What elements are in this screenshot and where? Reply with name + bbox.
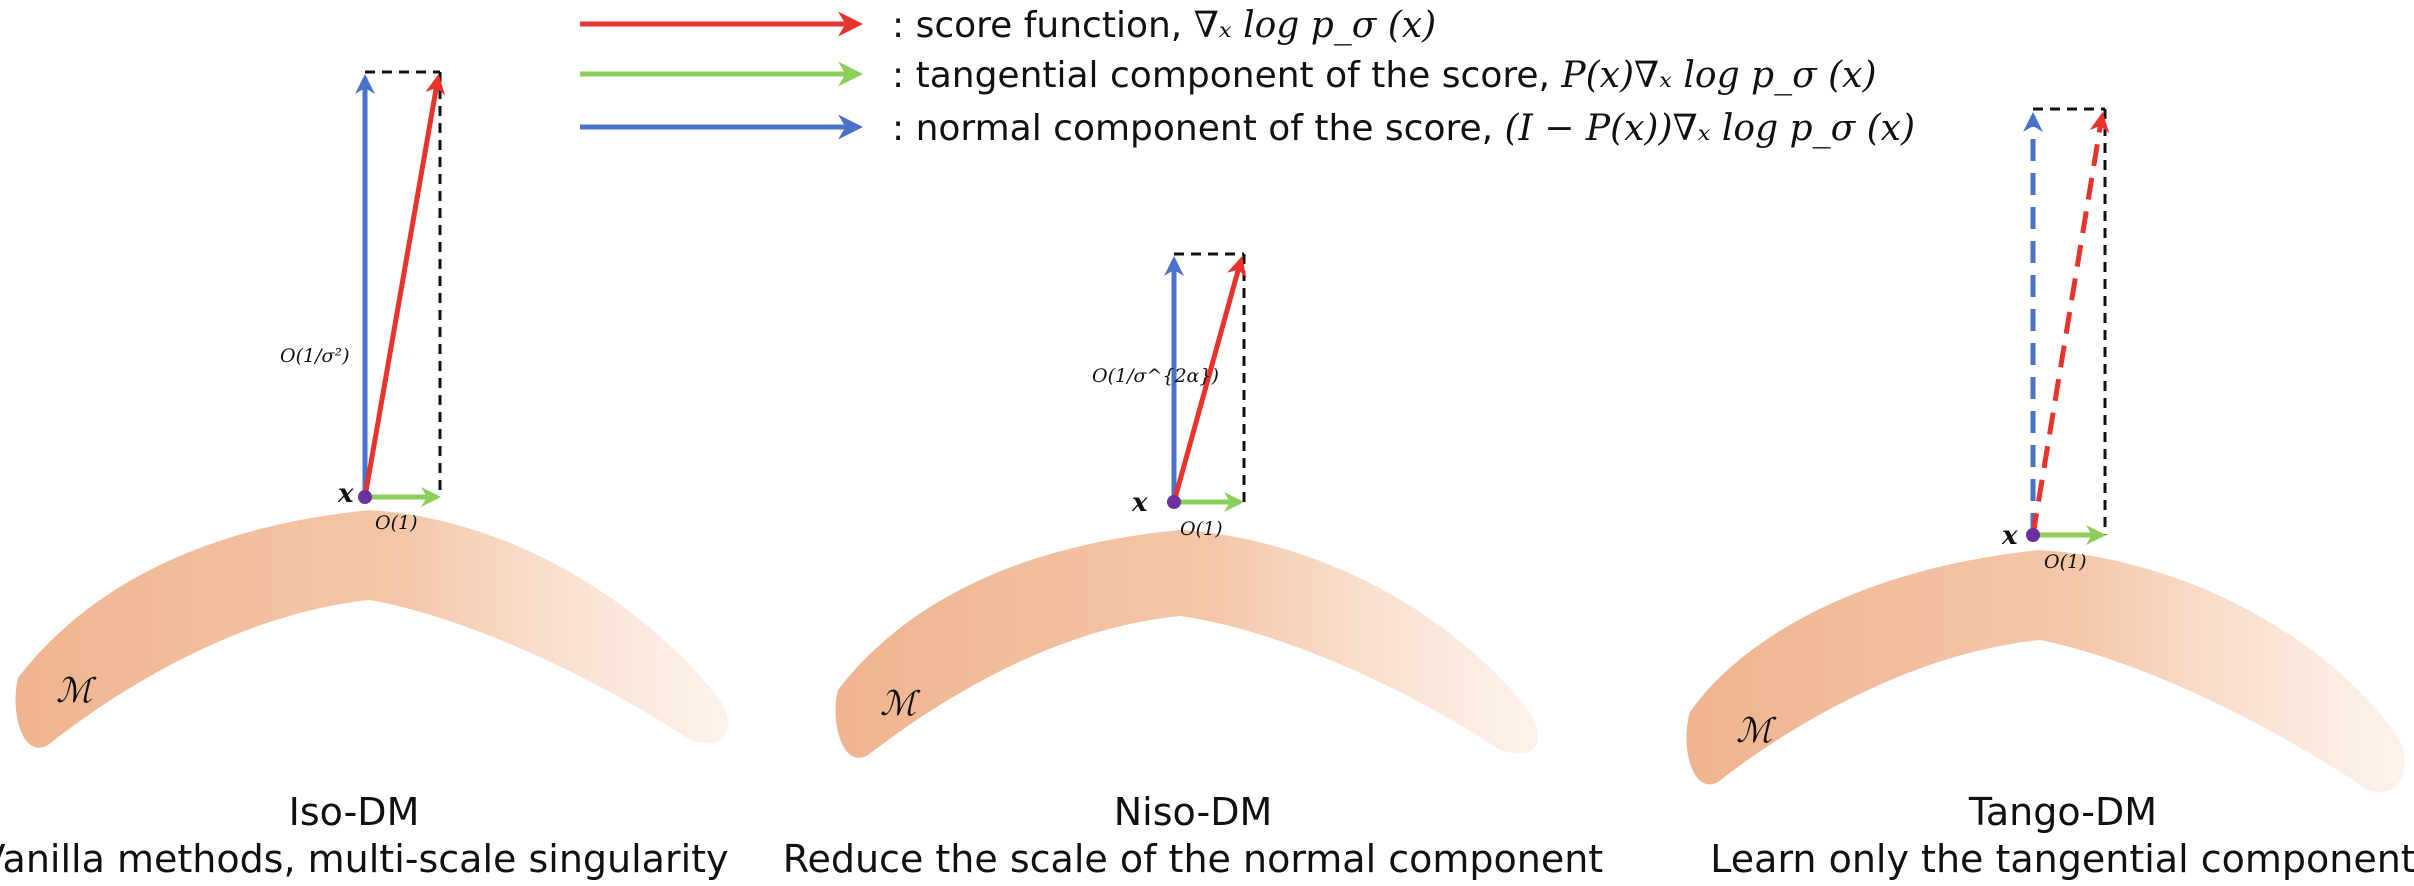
manifold-label: ℳ [1736,711,1777,751]
legend-score-label: : score function, [892,5,1194,46]
panel-title: Iso-DM [289,790,420,834]
legend-normal: : normal component of the score, (I − P(… [580,108,1915,149]
normal-scale-label: O(1/σ^{2α}) [1092,365,1219,387]
manifold-shape [835,530,1539,758]
score-arrow [1171,256,1247,503]
score-arrow-dashed [2030,112,2110,536]
tangent-scale-label: O(1) [2044,551,2087,573]
point-x [358,490,372,504]
panel-title: Niso-DM [1114,790,1273,834]
point-x-label: x [337,479,354,509]
legend-normal-formula: (I − P(x))∇ₓ log p_σ (x) [1505,108,1915,149]
legend-normal-text: : normal component of the score, (I − P(… [892,108,1915,149]
manifold-shape [15,510,729,748]
manifold-shape [1686,550,2405,792]
tangent-scale-label: O(1) [1180,518,1223,540]
legend-tangential-label: : tangential component of the score, [892,55,1561,96]
point-x [1167,495,1181,509]
legend-tangential: : tangential component of the score, P(x… [580,55,1877,96]
legend-tangential-formula: P(x)∇ₓ log p_σ (x) [1560,55,1876,96]
panel-subtitle: Vanilla methods, multi-scale singularity [0,837,729,881]
point-x [2026,528,2040,542]
legend-score: : score function, ∇ₓ log p_σ (x) [580,5,1436,46]
tangent-scale-label: O(1) [375,512,418,534]
normal-scale-label: O(1/σ²) [280,345,349,367]
legend-normal-label: : normal component of the score, [892,108,1505,149]
panel-tango-dm: ℳ x O(1) Tango-DM Learn only the tangent… [1686,107,2414,881]
manifold-label: ℳ [880,684,921,724]
panel-niso-dm: ℳ x O(1) O(1/σ^{2α}) Niso-DM Reduce the … [783,252,1603,881]
panel-iso-dm: ℳ x O(1) O(1/σ²) Iso-DM Vanilla methods,… [0,70,729,881]
panel-subtitle: Reduce the scale of the normal component [783,837,1603,881]
score-arrow [362,74,446,498]
legend-score-text: : score function, ∇ₓ log p_σ (x) [892,5,1436,46]
panel-title: Tango-DM [1968,790,2157,834]
panel-subtitle: Learn only the tangential component [1710,837,2414,881]
point-x-label: x [2001,521,2018,551]
legend-score-formula: ∇ₓ log p_σ (x) [1194,5,1437,46]
legend-tangential-text: : tangential component of the score, P(x… [892,55,1877,96]
manifold-label: ℳ [56,671,97,711]
point-x-label: x [1131,488,1148,518]
legend: : score function, ∇ₓ log p_σ (x) : tange… [580,5,1915,149]
